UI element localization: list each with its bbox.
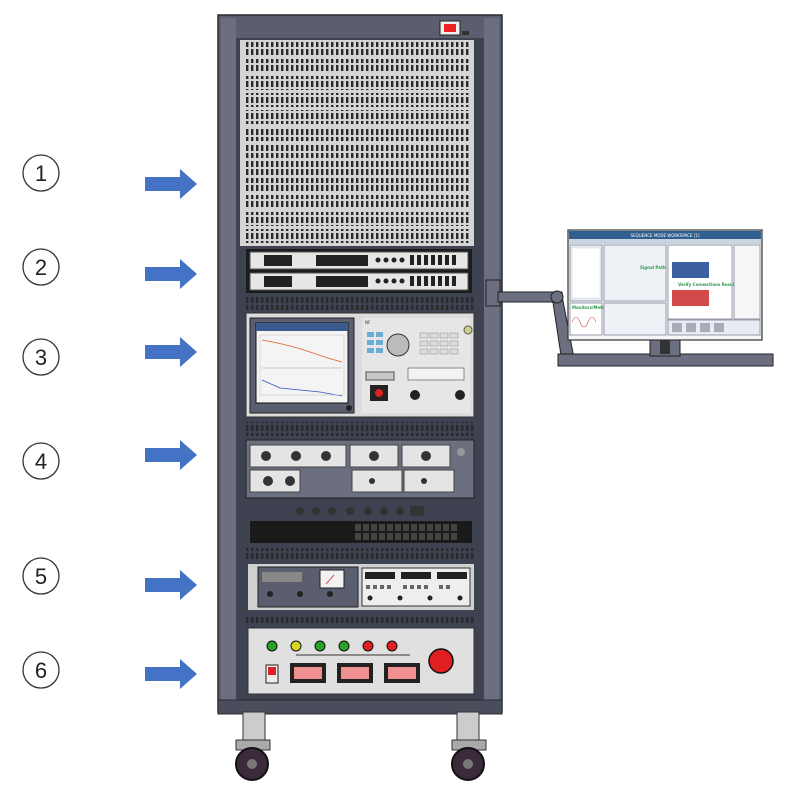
audio-analyzer-section-4: [244, 422, 475, 560]
callout-1: 1: [22, 154, 60, 192]
arrow-4: [145, 440, 197, 470]
switch-units-section-2: [244, 249, 474, 310]
result-bar-red: [672, 290, 709, 306]
monitor-screen: SEQUENCE MODE WORKSPACE [1] Signal Path …: [567, 229, 763, 354]
caster-left: [235, 711, 271, 781]
vent-panels-section-1: [240, 40, 474, 246]
callout-label: 6: [35, 658, 47, 683]
caster-right: [451, 711, 487, 781]
callout-3: 3: [22, 338, 60, 376]
monitors-meters-label: Monitors/Meters: [572, 305, 610, 310]
callout-5: 5: [22, 557, 60, 595]
monitor-title: SEQUENCE MODE WORKSPACE [1]: [631, 233, 700, 238]
callout-label: 5: [35, 564, 47, 589]
arrow-6: [145, 659, 197, 689]
analyzer-brand: NF: [365, 320, 371, 325]
arrow-3: [145, 337, 197, 367]
arrow-2: [145, 259, 197, 289]
arrow-5: [145, 570, 197, 600]
arrow-1: [145, 169, 197, 199]
arrows: [145, 169, 197, 689]
callout-label: 1: [35, 161, 47, 186]
callout-2: 2: [22, 248, 60, 286]
monitor-arm: [485, 279, 774, 367]
signal-path-label: Signal Path Setup: [640, 265, 680, 270]
callout-label: 4: [35, 449, 47, 474]
power-supplies-section-5: [244, 564, 474, 625]
callout-label: 3: [35, 345, 47, 370]
analyzer-section-3: NF: [245, 312, 475, 418]
callout-4: 4: [22, 442, 60, 480]
control-panel-section-6: [247, 627, 475, 695]
callout-label: 2: [35, 255, 47, 280]
callout-6: 6: [22, 651, 60, 689]
result-bar-blue: [672, 262, 709, 278]
verify-results-label: Verify Connections Results: [678, 282, 739, 287]
